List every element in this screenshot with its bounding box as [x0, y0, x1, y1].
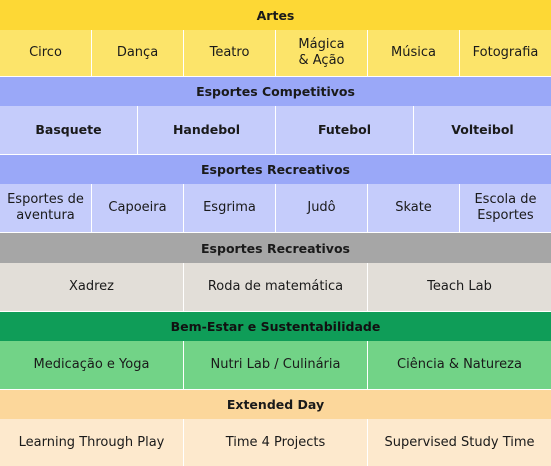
section-header-esportes-competitivos: Esportes Competitivos [0, 77, 551, 106]
activity-medicacao-e-yoga: Medicação e Yoga [0, 341, 184, 389]
section-header-extended-day: Extended Day [0, 390, 551, 419]
activity-judo: Judô [276, 184, 368, 232]
activity-escola-de-esportes: Escola de Esportes [460, 184, 551, 232]
activity-handebol: Handebol [138, 106, 276, 154]
activity-nutri-lab: Nutri Lab / Culinária [184, 341, 368, 389]
activity-esgrima: Esgrima [184, 184, 276, 232]
activity-volteibol: Volteibol [414, 106, 551, 154]
activity-basquete: Basquete [0, 106, 138, 154]
activity-esportes-de-aventura: Esportes de aventura [0, 184, 92, 232]
activity-learning-through-play: Learning Through Play [0, 419, 184, 466]
section-row-esportes-recreativos: Esportes de aventura Capoeira Esgrima Ju… [0, 184, 551, 232]
section-row-esportes-competitivos: Basquete Handebol Futebol Volteibol [0, 106, 551, 154]
activity-danca: Dança [92, 30, 184, 76]
section-row-artes: Circo Dança Teatro Mágica & Ação Música … [0, 30, 551, 76]
activity-supervised-study-time: Supervised Study Time [368, 419, 551, 466]
section-header-esportes-recreativos-2: Esportes Recreativos [0, 233, 551, 263]
section-row-extended-day: Learning Through Play Time 4 Projects Su… [0, 419, 551, 466]
section-row-esportes-recreativos-2: Xadrez Roda de matemática Teach Lab [0, 263, 551, 311]
activity-musica: Música [368, 30, 460, 76]
section-header-artes: Artes [0, 0, 551, 30]
activity-time-4-projects: Time 4 Projects [184, 419, 368, 466]
activity-circo: Circo [0, 30, 92, 76]
activity-teach-lab: Teach Lab [368, 263, 551, 311]
activity-teatro: Teatro [184, 30, 276, 76]
activity-ciencia-natureza: Ciência & Natureza [368, 341, 551, 389]
activity-skate: Skate [368, 184, 460, 232]
section-row-bem-estar: Medicação e Yoga Nutri Lab / Culinária C… [0, 341, 551, 389]
activity-roda-de-matematica: Roda de matemática [184, 263, 368, 311]
activity-fotografia: Fotografia [460, 30, 551, 76]
activity-futebol: Futebol [276, 106, 414, 154]
section-header-bem-estar: Bem-Estar e Sustentabilidade [0, 312, 551, 341]
activity-magica-acao: Mágica & Ação [276, 30, 368, 76]
activity-capoeira: Capoeira [92, 184, 184, 232]
section-header-esportes-recreativos: Esportes Recreativos [0, 155, 551, 184]
activity-xadrez: Xadrez [0, 263, 184, 311]
